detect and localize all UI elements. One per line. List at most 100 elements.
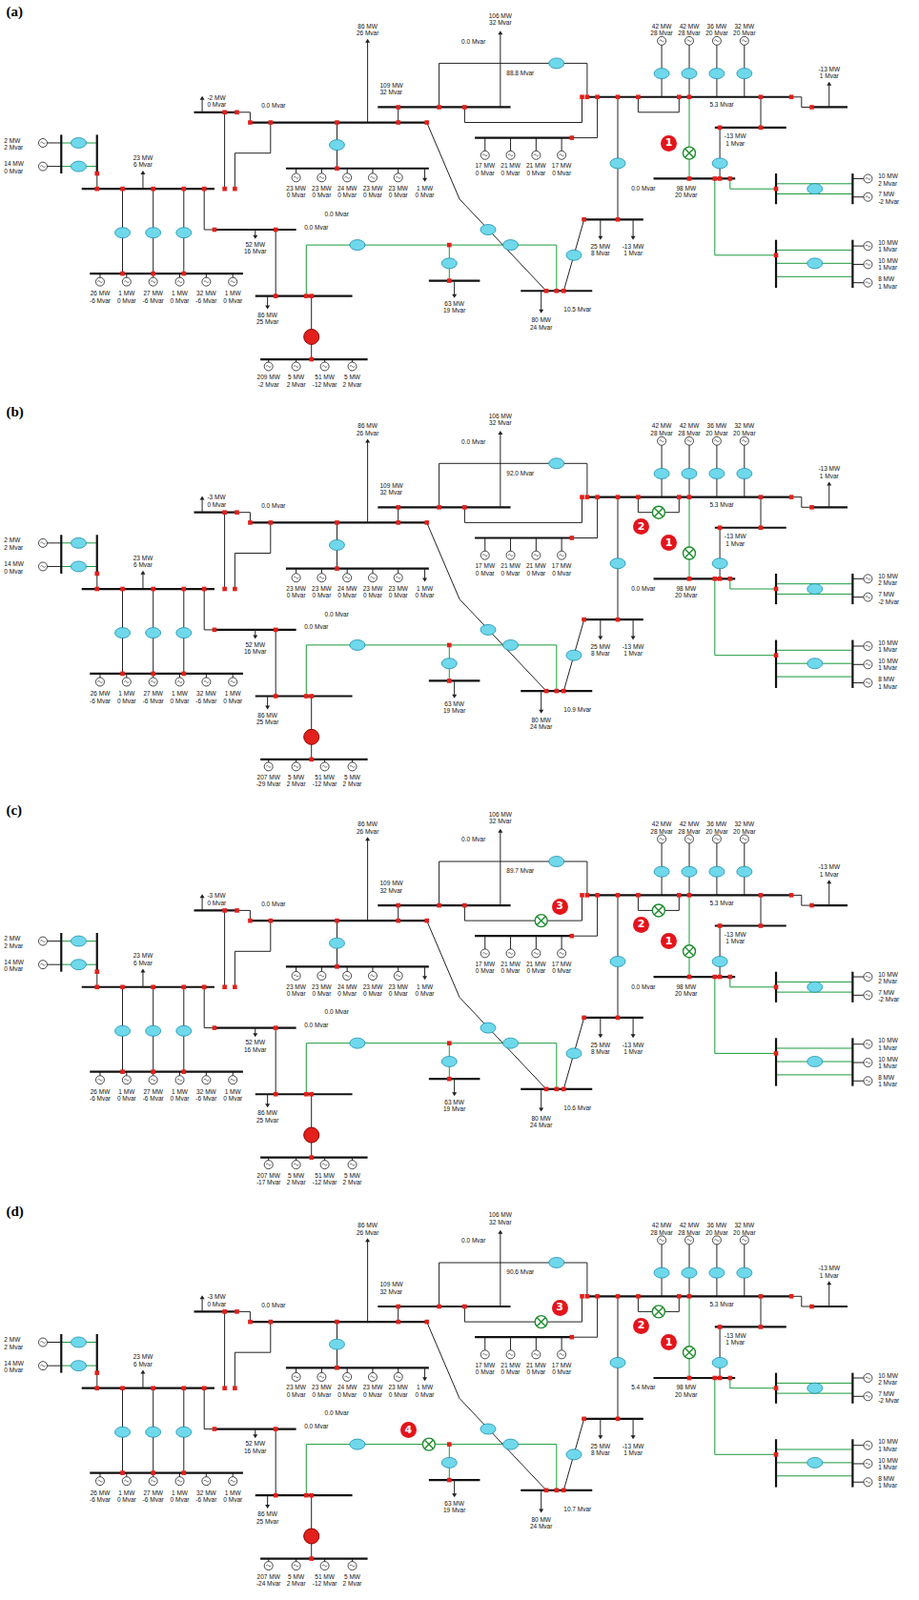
power-value: 0 Mvar bbox=[286, 1391, 307, 1399]
generator-symbol bbox=[657, 36, 667, 45]
power-value: 23 MW bbox=[311, 983, 332, 991]
load-line bbox=[633, 219, 634, 238]
power-value: 42 MW bbox=[652, 1222, 673, 1229]
breaker-symbol bbox=[308, 694, 314, 699]
generator-wave bbox=[686, 837, 692, 840]
breaker-symbol bbox=[615, 1294, 621, 1300]
transmission-line bbox=[275, 1429, 277, 1497]
transformer-symbol bbox=[176, 227, 192, 239]
open-breaker-cross bbox=[536, 1318, 546, 1328]
power-value: 26 Mvar bbox=[356, 429, 379, 437]
transformer-symbol bbox=[566, 249, 582, 261]
transformer-symbol bbox=[709, 468, 725, 479]
generator-symbol bbox=[38, 1362, 47, 1371]
transmission-line bbox=[306, 245, 557, 297]
power-value: -3 MW bbox=[206, 892, 225, 899]
open-breaker-symbol bbox=[534, 1316, 548, 1329]
generator-symbol bbox=[320, 1562, 329, 1572]
power-value: 23 MW bbox=[388, 184, 409, 192]
transformer-symbol bbox=[503, 639, 519, 651]
breaker-symbol bbox=[222, 110, 227, 116]
power-value: 5.4 Mvar bbox=[631, 1384, 655, 1391]
power-value: 0 Mvar bbox=[475, 169, 495, 177]
transformer-symbol bbox=[176, 1427, 192, 1438]
generator-symbol bbox=[657, 1236, 667, 1246]
power-value: 10.5 Mvar bbox=[563, 306, 592, 313]
transmission-line bbox=[760, 1296, 762, 1328]
breaker-symbol bbox=[222, 1386, 227, 1391]
open-breaker-cross bbox=[653, 508, 663, 517]
power-value: 20 Mvar bbox=[733, 429, 756, 437]
generator-wave bbox=[345, 176, 350, 179]
transmission-line bbox=[791, 895, 812, 906]
breaker-symbol bbox=[717, 923, 723, 929]
callout-number: 3 bbox=[551, 898, 569, 916]
power-value: 14 MW bbox=[3, 560, 24, 568]
power-value: 0 Mvar bbox=[363, 592, 383, 599]
generator-symbol bbox=[863, 642, 873, 652]
power-value: 5 MW bbox=[344, 373, 361, 381]
transmission-line bbox=[464, 97, 582, 123]
transformer-symbol bbox=[70, 1337, 86, 1348]
breaker-symbol bbox=[273, 1025, 279, 1031]
power-value: 23 MW bbox=[363, 585, 384, 593]
generator-wave bbox=[865, 976, 871, 979]
generator-symbol bbox=[38, 937, 47, 946]
generator-symbol bbox=[367, 173, 377, 183]
breaker-symbol bbox=[553, 689, 559, 695]
power-value: 0 Mvar bbox=[501, 570, 521, 577]
power-value: 0 Mvar bbox=[526, 570, 546, 577]
power-value: 21 MW bbox=[526, 1362, 547, 1369]
power-value: 106 MW bbox=[489, 1211, 512, 1219]
power-value: 24 Mvar bbox=[530, 1523, 552, 1531]
power-value: 0 Mvar bbox=[312, 1391, 332, 1399]
power-value: 28 Mvar bbox=[677, 429, 700, 437]
breaker-symbol bbox=[436, 1305, 442, 1310]
callout-text: 1 bbox=[665, 537, 674, 550]
power-value: 0 Mvar bbox=[337, 1391, 357, 1399]
transmission-line bbox=[427, 920, 547, 1090]
transmission-line bbox=[464, 497, 582, 524]
power-value: 2 Mvar bbox=[343, 1580, 363, 1588]
bus-bar bbox=[194, 511, 238, 514]
power-value: 23 MW bbox=[363, 1384, 384, 1391]
breaker-symbol bbox=[774, 587, 779, 593]
generator-symbol bbox=[657, 436, 667, 446]
generator-wave bbox=[865, 577, 871, 580]
load-arrow bbox=[200, 96, 205, 101]
power-value: 0 Mvar bbox=[286, 592, 307, 599]
power-value: 0 Mvar bbox=[170, 297, 190, 305]
transmission-line bbox=[464, 895, 582, 921]
load-line bbox=[202, 896, 204, 911]
panel-label: (b) bbox=[5, 404, 23, 420]
breaker-symbol bbox=[676, 893, 682, 899]
power-value: 19 Mvar bbox=[443, 707, 466, 715]
breaker-symbol bbox=[758, 1294, 764, 1300]
breaker-symbol bbox=[615, 893, 621, 899]
load-line bbox=[599, 1419, 601, 1438]
power-value: 10 MW bbox=[878, 239, 899, 246]
generator-symbol bbox=[712, 1236, 721, 1246]
transformer-symbol bbox=[503, 1439, 519, 1450]
generator-wave bbox=[293, 576, 299, 579]
transmission-line bbox=[439, 463, 588, 508]
power-value: 10 MW bbox=[878, 971, 899, 979]
power-value: 32 Mvar bbox=[489, 1219, 511, 1226]
power-value: 0 Mvar bbox=[388, 592, 409, 599]
transformer-symbol bbox=[807, 584, 823, 595]
bus-bar bbox=[582, 618, 644, 621]
generator-symbol bbox=[291, 1562, 301, 1572]
generator-symbol bbox=[148, 277, 158, 286]
generator-symbol bbox=[347, 1562, 357, 1572]
generator-wave bbox=[230, 1480, 236, 1483]
breaker-symbol bbox=[581, 1417, 587, 1423]
transmission-line bbox=[224, 1311, 225, 1389]
breaker-symbol bbox=[234, 908, 240, 914]
breaker-symbol bbox=[273, 1092, 279, 1098]
power-value: 2 Mvar bbox=[3, 942, 23, 950]
power-value: 0.0 Mvar bbox=[325, 1008, 349, 1016]
power-value: 32 MW bbox=[196, 690, 217, 697]
breaker-symbol bbox=[334, 1366, 340, 1371]
power-value: 32 Mvar bbox=[380, 88, 403, 96]
transformer-symbol bbox=[328, 1339, 345, 1350]
